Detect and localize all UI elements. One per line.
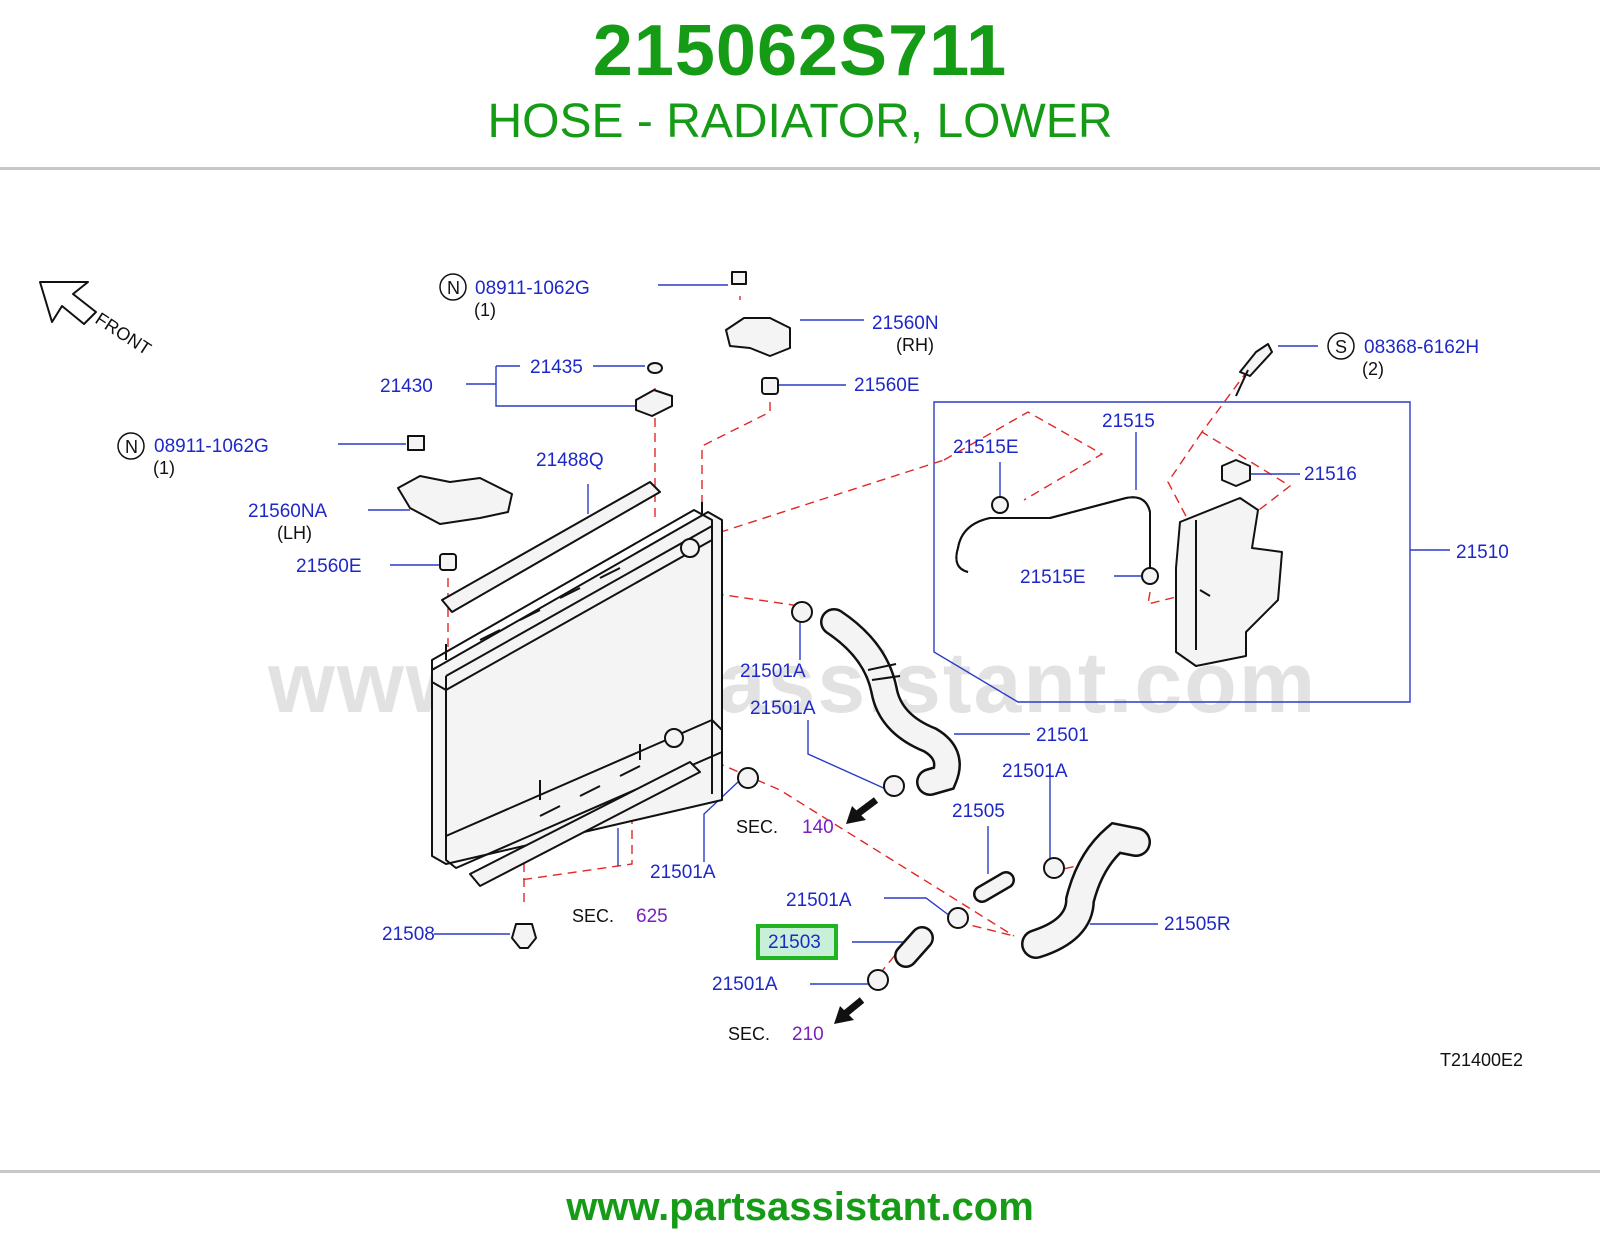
label-21560na[interactable]: 21560NA — [248, 501, 328, 522]
label-21510[interactable]: 21510 — [1456, 542, 1509, 563]
label-21515e-top[interactable]: 21515E — [953, 437, 1019, 458]
mount-rubbers — [439, 377, 779, 949]
radiator-core — [431, 502, 723, 869]
label-21560e-top[interactable]: 21560E — [854, 375, 920, 396]
highlight-box — [756, 924, 838, 960]
label-08368[interactable]: 08368-6162H — [1364, 337, 1479, 358]
lower-hose-21505r — [1021, 821, 1151, 959]
svg-text:N: N — [125, 437, 138, 457]
marker-n-left: N — [117, 432, 145, 460]
label-21560e-left[interactable]: 21560E — [296, 556, 362, 577]
label-lh: (LH) — [277, 523, 312, 543]
front-label: FRONT — [92, 309, 155, 360]
footer-site-link[interactable]: www.partsassistant.com — [566, 1185, 1034, 1229]
label-08911-top[interactable]: 08911-1062G — [475, 278, 590, 299]
label-08368-qty: (2) — [1362, 359, 1384, 379]
label-sec-625-prefix: SEC. — [572, 906, 614, 926]
upper-hose-21501 — [820, 608, 961, 796]
hose-clamps — [737, 601, 1065, 991]
seal-lower-radiator — [469, 761, 701, 887]
section-arrows — [834, 797, 879, 1024]
front-direction-arrow: FRONT — [39, 281, 155, 360]
marker-s: S — [1327, 332, 1355, 360]
label-21505r[interactable]: 21505R — [1164, 914, 1231, 935]
leader-lines — [338, 284, 1450, 985]
part-number-title: 215062S711 — [592, 11, 1008, 91]
reservoir-group-box — [933, 401, 1411, 703]
label-sec-140[interactable]: 140 — [802, 817, 834, 838]
label-21430[interactable]: 21430 — [380, 376, 433, 397]
front-arrow-icon — [39, 281, 97, 325]
label-21516[interactable]: 21516 — [1304, 464, 1357, 485]
label-08911-left[interactable]: 08911-1062G — [154, 436, 269, 457]
label-21503[interactable]: 21503 — [768, 932, 821, 953]
label-08911-left-qty: (1) — [153, 458, 175, 478]
label-21501a-5[interactable]: 21501A — [786, 890, 852, 911]
header-divider — [0, 167, 1600, 170]
upper-bracket-rh — [725, 271, 791, 357]
hose-21505 — [973, 871, 1015, 903]
svg-text:S: S — [1335, 337, 1347, 357]
upper-bracket-lh — [397, 435, 513, 525]
label-sec-210[interactable]: 210 — [792, 1024, 824, 1045]
svg-text:N: N — [447, 278, 460, 298]
label-21515[interactable]: 21515 — [1102, 411, 1155, 432]
label-21501a-4[interactable]: 21501A — [650, 862, 716, 883]
label-21501a-1[interactable]: 21501A — [740, 661, 806, 682]
page-header: 215062S711 HOSE - RADIATOR, LOWER — [0, 0, 1600, 168]
label-21505[interactable]: 21505 — [952, 801, 1005, 822]
label-21501a-3[interactable]: 21501A — [1002, 761, 1068, 782]
diagram-code: T21400E2 — [1440, 1050, 1523, 1070]
cap-21430 — [635, 362, 673, 417]
label-21501[interactable]: 21501 — [1036, 725, 1089, 746]
label-21488q[interactable]: 21488Q — [536, 450, 604, 471]
label-21501a-6[interactable]: 21501A — [712, 974, 778, 995]
label-08911-top-qty: (1) — [474, 300, 496, 320]
part-labels: 08911-1062G (1) 21560N (RH) 21435 21430 … — [153, 278, 1523, 1070]
label-21508[interactable]: 21508 — [382, 924, 435, 945]
hose-21503 — [894, 926, 934, 968]
label-sec-140-prefix: SEC. — [736, 817, 778, 837]
seal-21488q — [441, 481, 661, 613]
label-rh: (RH) — [896, 335, 934, 355]
part-name-subtitle: HOSE - RADIATOR, LOWER — [487, 95, 1113, 148]
marker-n-top: N — [439, 273, 467, 301]
footer-divider — [0, 1170, 1600, 1173]
label-sec-210-prefix: SEC. — [728, 1024, 770, 1044]
label-21435[interactable]: 21435 — [530, 357, 583, 378]
reservoir-tank — [1175, 343, 1283, 667]
label-sec-625[interactable]: 625 — [636, 906, 668, 927]
label-21501a-2[interactable]: 21501A — [750, 698, 816, 719]
label-21515e-bot[interactable]: 21515E — [1020, 567, 1086, 588]
reservoir-hose-21515 — [955, 496, 1159, 585]
label-21560n[interactable]: 21560N — [872, 313, 939, 334]
